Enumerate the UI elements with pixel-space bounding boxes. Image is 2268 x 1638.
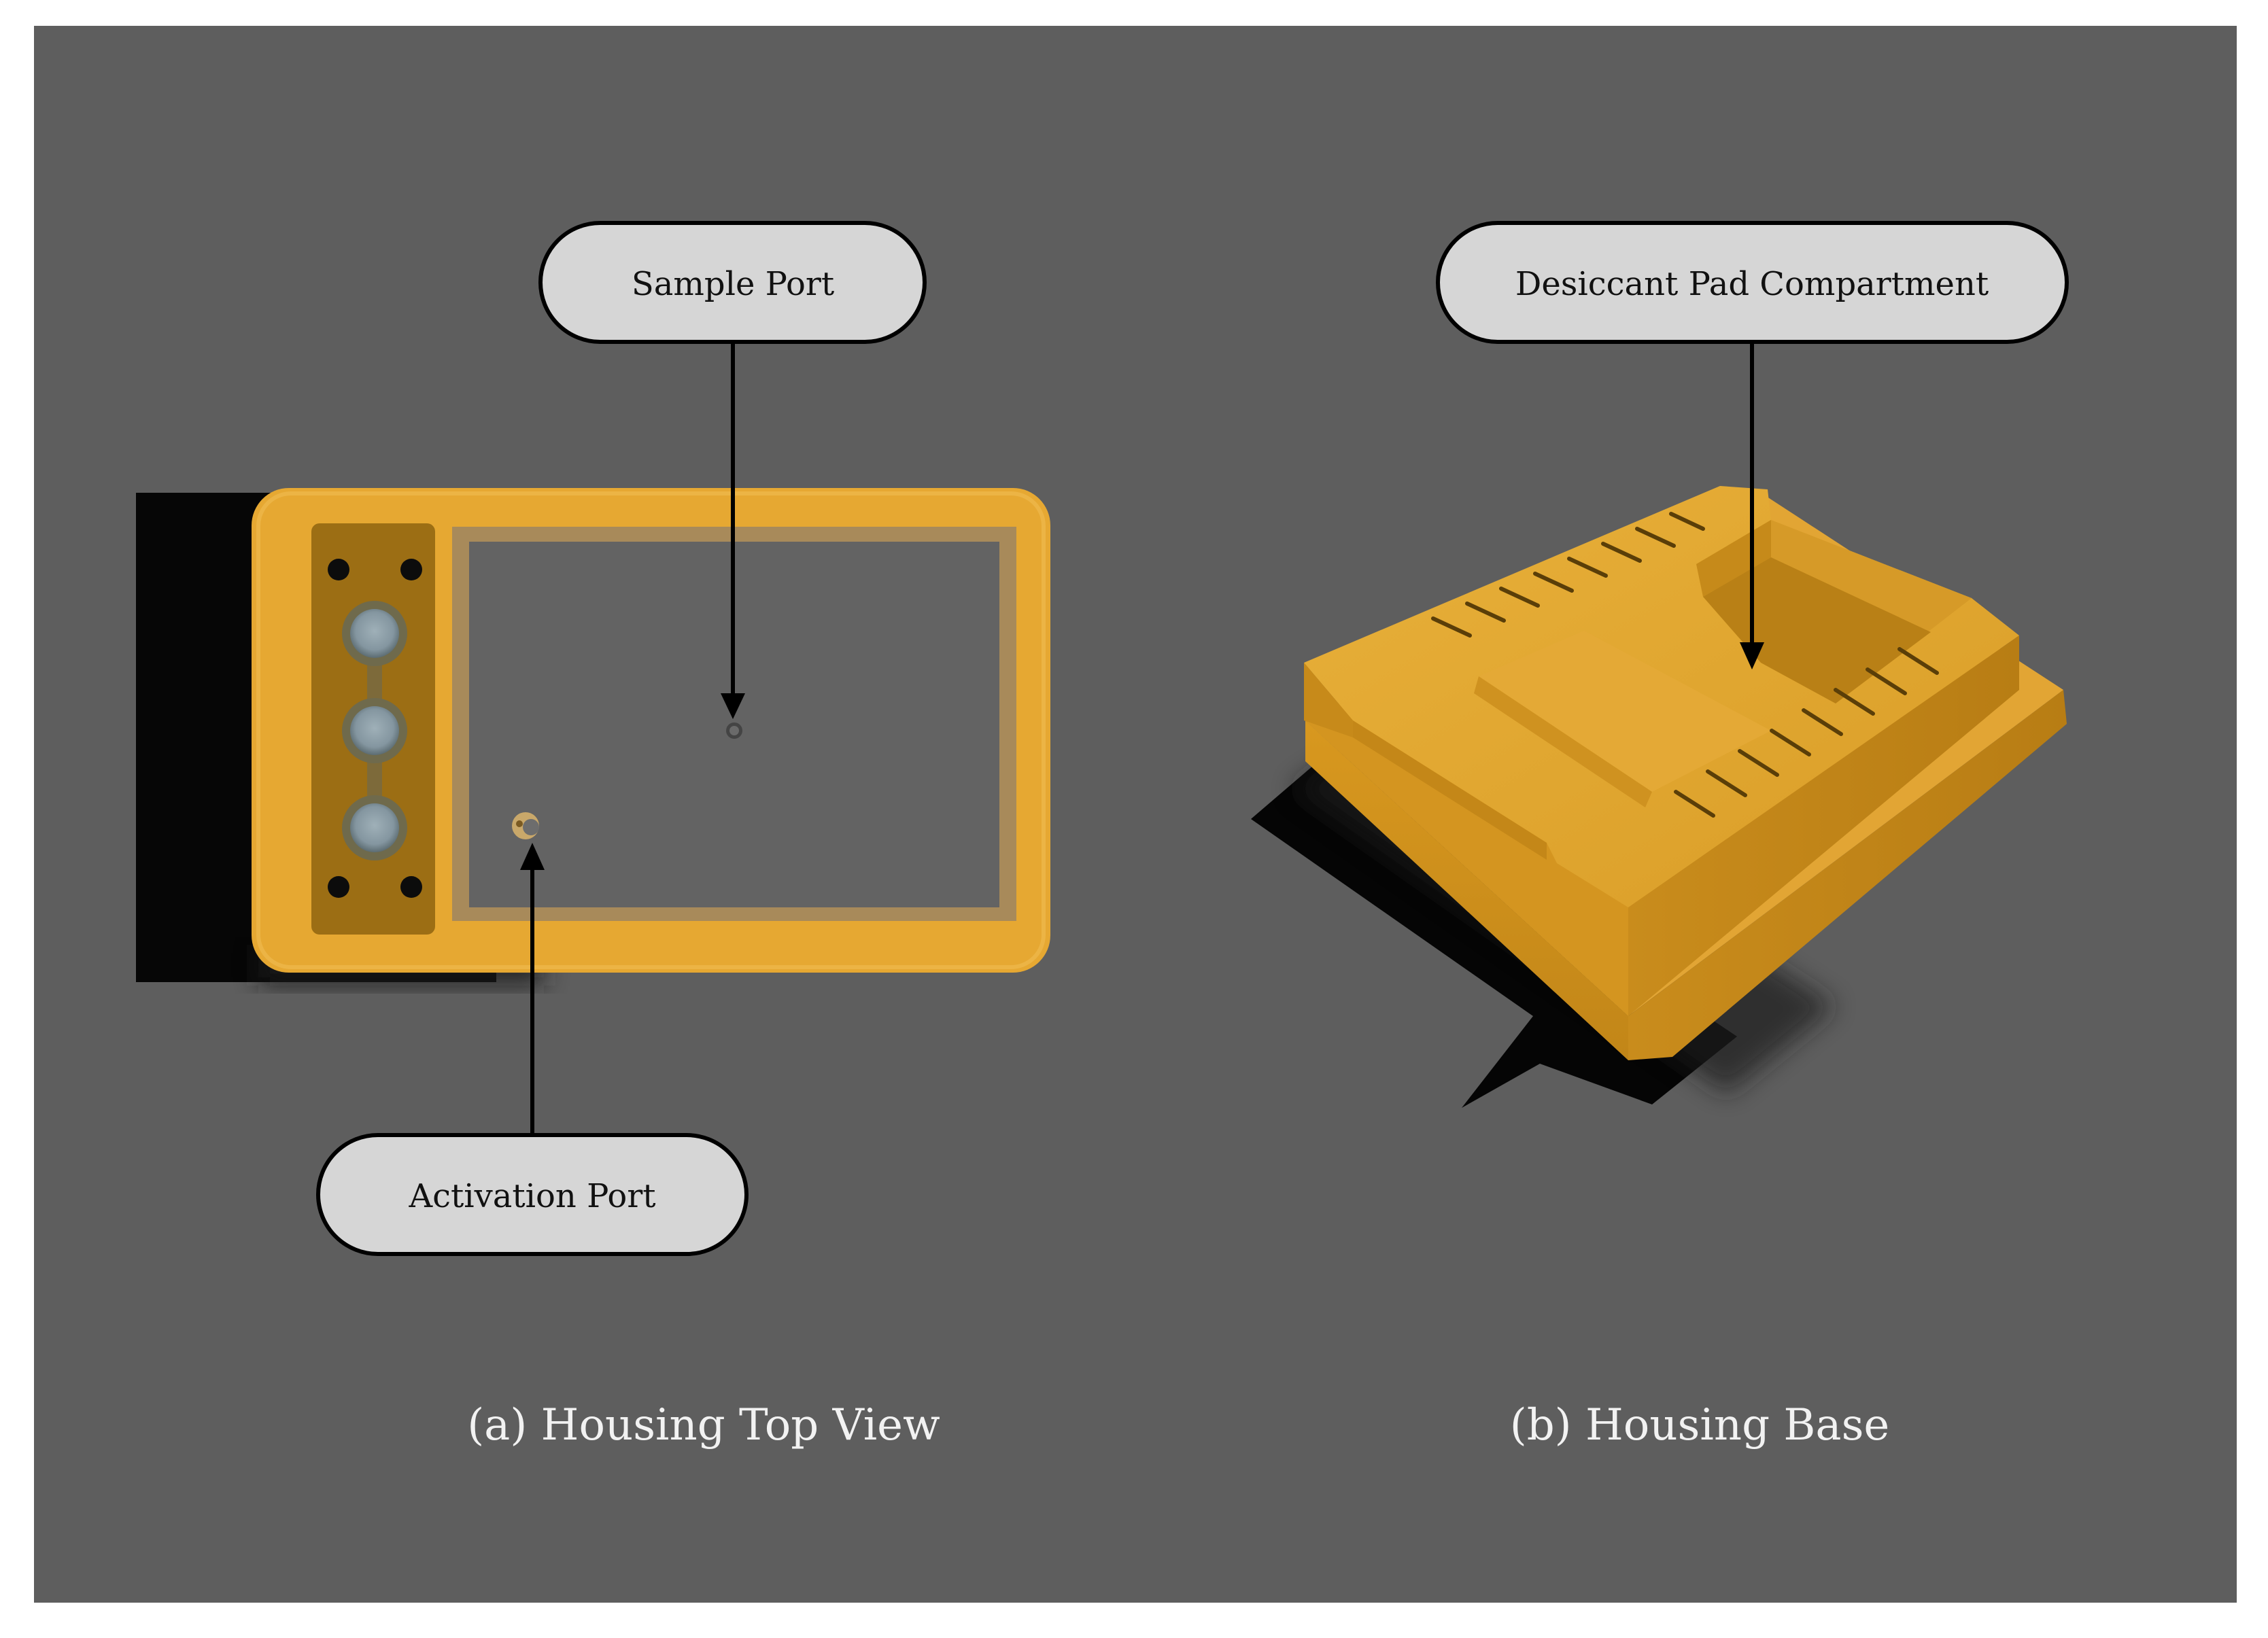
screw-hole-icon	[328, 876, 349, 898]
panel-housing-base: Desiccant Pad Compartment (b) Housing Ba…	[1251, 221, 2069, 1450]
arrowhead-icon	[721, 693, 745, 719]
tick-marks-front	[1674, 647, 1939, 818]
caption-housing-base: (b) Housing Base	[1510, 1400, 1890, 1450]
activation-port-label: Activation Port	[408, 1177, 655, 1215]
base-plate-front	[1305, 720, 1628, 1060]
screw-hole-icon	[328, 559, 349, 580]
base-body-left-wall	[1304, 663, 1353, 737]
electrode-port-icon	[342, 601, 407, 666]
base-body-front	[1304, 663, 1628, 1050]
base-body-side	[1628, 635, 2019, 1016]
bridge-block-front	[1474, 676, 1652, 807]
electrode-port-icon	[342, 698, 407, 763]
desiccant-compartment-floor	[1703, 557, 1931, 703]
sample-port-icon	[726, 722, 742, 739]
base-body-front-step	[1353, 720, 1547, 860]
sample-port-label: Sample Port	[632, 265, 834, 303]
housing-top-rim-highlight	[256, 491, 1046, 969]
arrowhead-icon	[1740, 642, 1764, 669]
activation-port-icon	[512, 812, 539, 839]
desiccant-label: Desiccant Pad Compartment	[1515, 265, 1989, 303]
panel-housing-top-view: Sample Port Activation Port (a) Housing …	[136, 221, 1050, 1450]
caption-housing-top-view: (a) Housing Top View	[467, 1400, 940, 1450]
tick-marks-rear	[1431, 512, 1705, 638]
screw-hole-icon	[400, 559, 422, 580]
screw-hole-icon	[400, 876, 422, 898]
arrowhead-icon	[520, 843, 545, 870]
base-plate-side	[1628, 690, 2067, 1060]
electrode-port-icon	[342, 795, 407, 860]
bridge-block-top	[1479, 631, 1771, 792]
